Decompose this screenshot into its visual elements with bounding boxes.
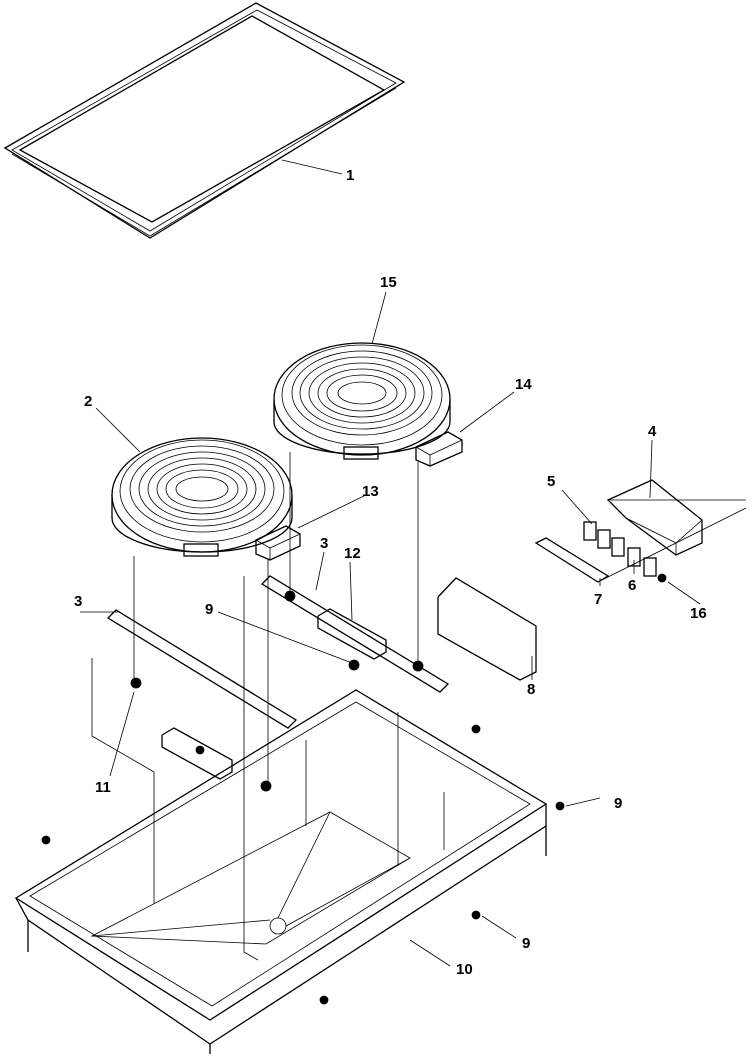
callout-9-top: 9 [205, 601, 213, 618]
callout-16: 16 [690, 605, 707, 622]
bracket-front [161, 727, 233, 780]
callout-5: 5 [547, 473, 555, 490]
leader-lines [80, 159, 701, 967]
callout-2: 2 [84, 393, 92, 410]
rear-mounting-bracket [260, 575, 450, 693]
callout-8: 8 [527, 681, 535, 698]
callout-10: 10 [456, 961, 473, 978]
callout-6: 6 [628, 577, 636, 594]
callout-3-front: 3 [74, 593, 82, 610]
callout-11: 11 [95, 779, 111, 796]
terminal-bracket [437, 577, 537, 681]
insulator-plate [534, 507, 747, 583]
terminal-block [606, 479, 746, 556]
front-limiter-box [255, 525, 301, 561]
bracket-12 [317, 608, 387, 660]
rear-limiter-box [415, 431, 463, 467]
callout-7: 7 [594, 591, 602, 608]
rear-radiant-element [273, 342, 451, 460]
callout-3-rear: 3 [320, 535, 328, 552]
front-radiant-element [111, 437, 293, 557]
callout-14: 14 [515, 376, 532, 393]
callout-13: 13 [362, 483, 379, 500]
screw-16 [657, 573, 667, 583]
alignment-lines [91, 452, 445, 961]
callout-4: 4 [648, 423, 657, 440]
front-mounting-bracket [106, 609, 298, 729]
burner-box [14, 689, 548, 1054]
callout-15: 15 [380, 274, 397, 291]
callout-9-right: 9 [614, 795, 622, 812]
callout-9-bottom: 9 [522, 935, 530, 952]
glass-cooktop-panel [3, 2, 406, 239]
callout-12: 12 [344, 545, 361, 562]
callout-labels: 1 2 3 3 4 5 6 7 8 9 9 9 10 11 12 13 14 1… [74, 167, 707, 978]
callout-1: 1 [346, 167, 354, 184]
screws [41, 590, 565, 1005]
